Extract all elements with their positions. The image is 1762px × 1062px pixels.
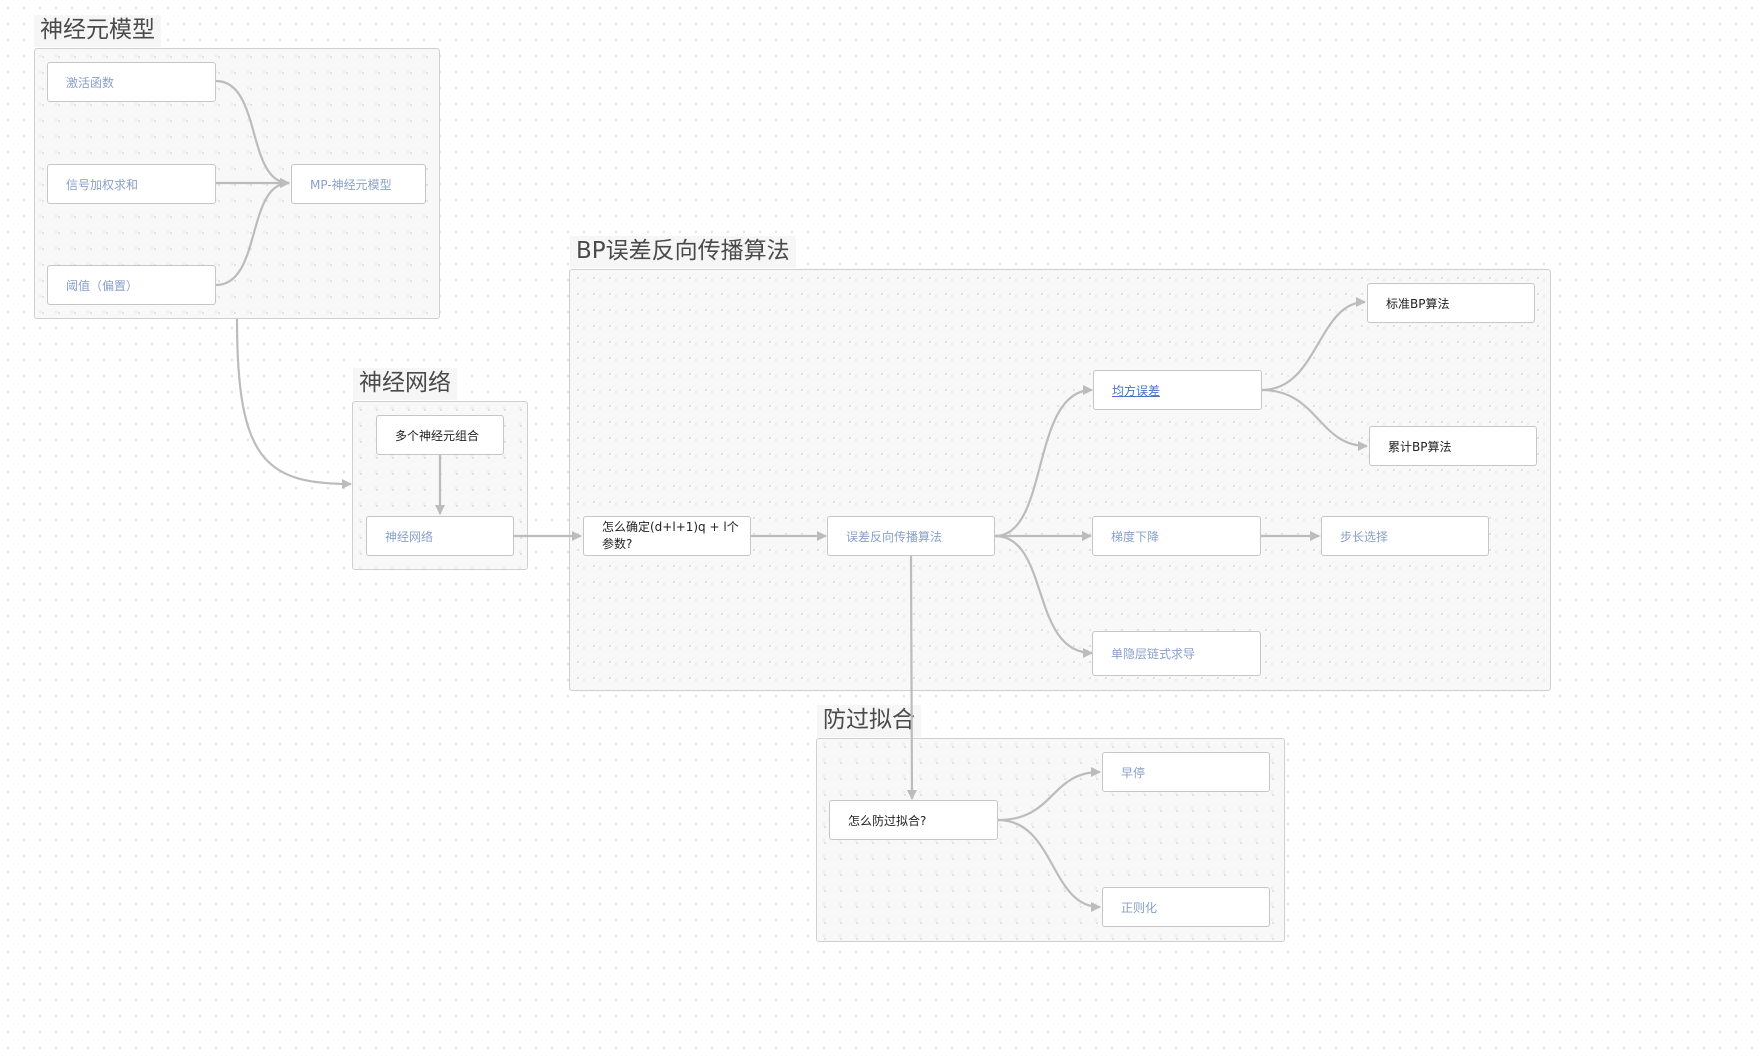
node-weighted-sum[interactable]: 信号加权求和	[47, 164, 216, 204]
group-title-neural-network: 神经网络	[353, 368, 457, 400]
node-backpropagation[interactable]: 误差反向传播算法	[827, 516, 995, 556]
node-chain-rule[interactable]: 单隐层链式求导	[1092, 631, 1261, 676]
node-how-determine-params[interactable]: 怎么确定(d+l+1)q + l个参数?	[583, 516, 751, 556]
node-step-size[interactable]: 步长选择	[1321, 516, 1489, 556]
edge-neuron-model-to-network	[235, 318, 352, 489]
node-accumulated-bp[interactable]: 累计BP算法	[1369, 426, 1537, 466]
group-title-neuron-model: 神经元模型	[34, 15, 161, 47]
group-bp	[569, 269, 1551, 691]
group-title-bp: BP误差反向传播算法	[570, 236, 796, 268]
node-standard-bp[interactable]: 标准BP算法	[1367, 283, 1535, 323]
node-threshold[interactable]: 阈值（偏置）	[47, 265, 216, 305]
node-regularization[interactable]: 正则化	[1102, 887, 1270, 927]
node-how-prevent-overfit[interactable]: 怎么防过拟合?	[829, 800, 998, 840]
group-title-overfit: 防过拟合	[817, 705, 921, 737]
node-mp-neuron-model[interactable]: MP-神经元模型	[291, 164, 426, 204]
node-mean-squared-error[interactable]: 均方误差	[1093, 370, 1262, 410]
node-multi-neuron[interactable]: 多个神经元组合	[376, 415, 504, 455]
node-gradient-descent[interactable]: 梯度下降	[1092, 516, 1261, 556]
node-neural-network[interactable]: 神经网络	[366, 516, 514, 556]
node-early-stopping[interactable]: 早停	[1102, 752, 1270, 792]
node-activation-function[interactable]: 激活函数	[47, 62, 216, 102]
